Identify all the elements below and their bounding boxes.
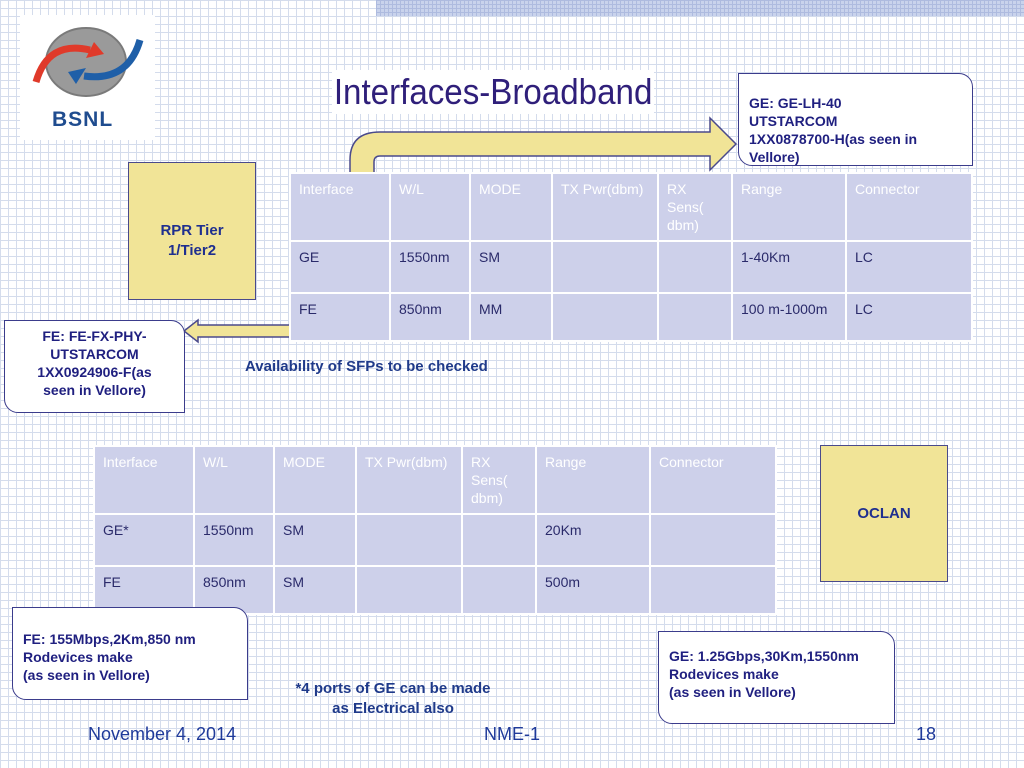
cell: [551, 292, 659, 342]
col-rx: RX Sens( dbm): [657, 172, 733, 242]
rpr-tier-box: RPR Tier 1/Tier2: [128, 162, 256, 300]
col-interface: Interface: [93, 445, 195, 515]
cell: [657, 292, 733, 342]
cell: SM: [273, 513, 357, 567]
table-row: FE 850nm MM 100 m-1000m LC: [289, 292, 973, 342]
top-decor-band: [376, 0, 1024, 16]
cell: [649, 513, 777, 567]
callout-line: 1XX0878700-H(as seen in: [749, 131, 918, 147]
cell: [461, 513, 537, 567]
col-interface: Interface: [289, 172, 391, 242]
col-mode: MODE: [273, 445, 357, 515]
page-number: 18: [916, 724, 937, 744]
callout-line: Rodevices make: [23, 649, 133, 665]
electrical-note: *4 ports of GE can be made as Electrical…: [272, 679, 514, 719]
table-row: GE* 1550nm SM 20Km: [93, 513, 777, 567]
table-header-row: Interface W/L MODE TX Pwr(dbm) RX Sens( …: [289, 172, 973, 242]
left-arrow-icon: [182, 318, 291, 344]
cell: MM: [469, 292, 553, 342]
footer-date: November 4, 2014: [88, 724, 237, 744]
col-range: Range: [535, 445, 651, 515]
rpr-line-1: RPR Tier: [160, 222, 224, 239]
cell: 850nm: [389, 292, 471, 342]
cell: [657, 240, 733, 294]
ge-top-callout: GE: GE-LH-40 UTSTARCOM 1XX0878700-H(as s…: [738, 73, 973, 166]
cell: 100 m-1000m: [731, 292, 847, 342]
callout-line: FE: FE-FX-PHY-: [42, 328, 147, 344]
cell: GE: [289, 240, 391, 294]
fe-left-callout: FE: FE-FX-PHY- UTSTARCOM 1XX0924906-F(as…: [4, 320, 185, 413]
ge-bottom-callout: GE: 1.25Gbps,30Km,1550nm Rodevices make …: [658, 631, 895, 724]
col-connector: Connector: [649, 445, 777, 515]
cell: 20Km: [535, 513, 651, 567]
cell: [355, 565, 463, 615]
logo-text: BSNL: [52, 108, 114, 131]
col-tx: TX Pwr(dbm): [355, 445, 463, 515]
table-row: GE 1550nm SM 1-40Km LC: [289, 240, 973, 294]
callout-line: (as seen in Vellore): [669, 684, 796, 700]
table-row: FE 850nm SM 500m: [93, 565, 777, 615]
col-wl: W/L: [389, 172, 471, 242]
callout-line: GE: 1.25Gbps,30Km,1550nm: [669, 648, 859, 664]
col-connector: Connector: [845, 172, 973, 242]
cell: [649, 565, 777, 615]
col-wl: W/L: [193, 445, 275, 515]
callout-line: Vellore): [749, 149, 800, 165]
cell: SM: [469, 240, 553, 294]
oclan-label: OCLAN: [857, 505, 911, 522]
callout-line: FE: 155Mbps,2Km,850 nm: [23, 631, 196, 647]
sfp-table-rpr: Interface W/L MODE TX Pwr(dbm) RX Sens( …: [289, 172, 973, 342]
callout-line: UTSTARCOM: [50, 346, 139, 362]
cell: [461, 565, 537, 615]
cell: 1-40Km: [731, 240, 847, 294]
sfp-table-oclan: Interface W/L MODE TX Pwr(dbm) RX Sens( …: [93, 445, 777, 615]
cell: 500m: [535, 565, 651, 615]
cell: LC: [845, 240, 973, 294]
cell: [551, 240, 659, 294]
callout-line: seen in Vellore): [43, 382, 146, 398]
col-tx: TX Pwr(dbm): [551, 172, 659, 242]
callout-line: UTSTARCOM: [749, 113, 838, 129]
fe-bottom-callout: FE: 155Mbps,2Km,850 nm Rodevices make (a…: [12, 607, 248, 700]
cell: GE*: [93, 513, 195, 567]
cell: 1550nm: [193, 513, 275, 567]
callout-line: Rodevices make: [669, 666, 779, 682]
page-title: Interfaces-Broadband: [332, 70, 655, 114]
col-range: Range: [731, 172, 847, 242]
bent-arrow-icon: [349, 116, 738, 213]
callout-line: GE: GE-LH-40: [749, 95, 842, 111]
bsnl-logo-icon: [32, 27, 144, 97]
col-mode: MODE: [469, 172, 553, 242]
cell: SM: [273, 565, 357, 615]
cell: [355, 513, 463, 567]
cell: FE: [289, 292, 391, 342]
callout-line: (as seen in Vellore): [23, 667, 150, 683]
col-rx: RX Sens( dbm): [461, 445, 537, 515]
cell: LC: [845, 292, 973, 342]
sfp-availability-note: Availability of SFPs to be checked: [245, 358, 488, 375]
table-header-row: Interface W/L MODE TX Pwr(dbm) RX Sens( …: [93, 445, 777, 515]
oclan-box: OCLAN: [820, 445, 948, 582]
footer-center: NME-1: [484, 724, 541, 744]
note-line: as Electrical also: [332, 700, 454, 717]
callout-line: 1XX0924906-F(as: [37, 364, 152, 380]
note-line: *4 ports of GE can be made: [295, 680, 491, 697]
cell: 1550nm: [389, 240, 471, 294]
rpr-line-2: 1/Tier2: [167, 242, 217, 259]
